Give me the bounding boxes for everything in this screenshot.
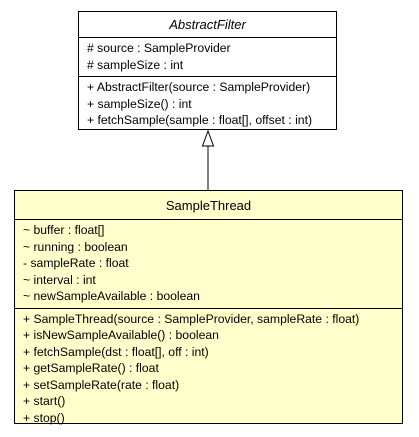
class-abstract-filter[interactable]: AbstractFilter # source : SampleProvider…	[78, 11, 337, 130]
attribute-new-sample-available: ~ newSampleAvailable : boolean	[23, 289, 200, 303]
attributes-compartment: ~ buffer : float[] ~ running : boolean -…	[15, 220, 402, 309]
operation-constructor: + AbstractFilter(source : SampleProvider…	[87, 80, 311, 94]
operation-set-sample-rate: + setSampleRate(rate : float)	[23, 377, 180, 392]
operation-constructor: + SampleThread(source : SampleProvider, …	[23, 311, 360, 326]
attribute-buffer: ~ buffer : float[]	[23, 223, 105, 237]
operation-is-new-sample-available: + isNewSampleAvailable() : boolean	[23, 328, 219, 342]
operation-stop: + stop()	[23, 410, 65, 425]
operations-compartment: + SampleThread(source : SampleProvider, …	[15, 309, 402, 430]
attribute-sample-rate: - sampleRate : float	[23, 256, 129, 270]
operation-get-sample-rate: + getSampleRate() : float	[23, 361, 159, 375]
operation-fetch-sample: + fetchSample(sample : float[], offset :…	[87, 113, 313, 127]
operation-start: + start()	[23, 394, 66, 408]
generalization-arrowhead	[201, 129, 215, 147]
operations-compartment: + AbstractFilter(source : SampleProvider…	[79, 77, 336, 132]
attribute-running: ~ running : boolean	[23, 239, 128, 254]
operation-fetch-sample: + fetchSample(dst : float[], off : int)	[23, 344, 209, 359]
class-name-abstract-filter: AbstractFilter	[79, 12, 336, 38]
class-sample-thread[interactable]: SampleThread ~ buffer : float[] ~ runnin…	[14, 190, 403, 425]
operation-sample-size: + sampleSize() : int	[87, 96, 192, 111]
class-name-sample-thread: SampleThread	[15, 191, 402, 220]
attribute-sample-size: # sampleSize : int	[87, 57, 184, 72]
attribute-interval: ~ interval : int	[23, 272, 96, 287]
attribute-source: # source : SampleProvider	[87, 41, 231, 55]
attributes-compartment: # source : SampleProvider # sampleSize :…	[79, 38, 336, 77]
